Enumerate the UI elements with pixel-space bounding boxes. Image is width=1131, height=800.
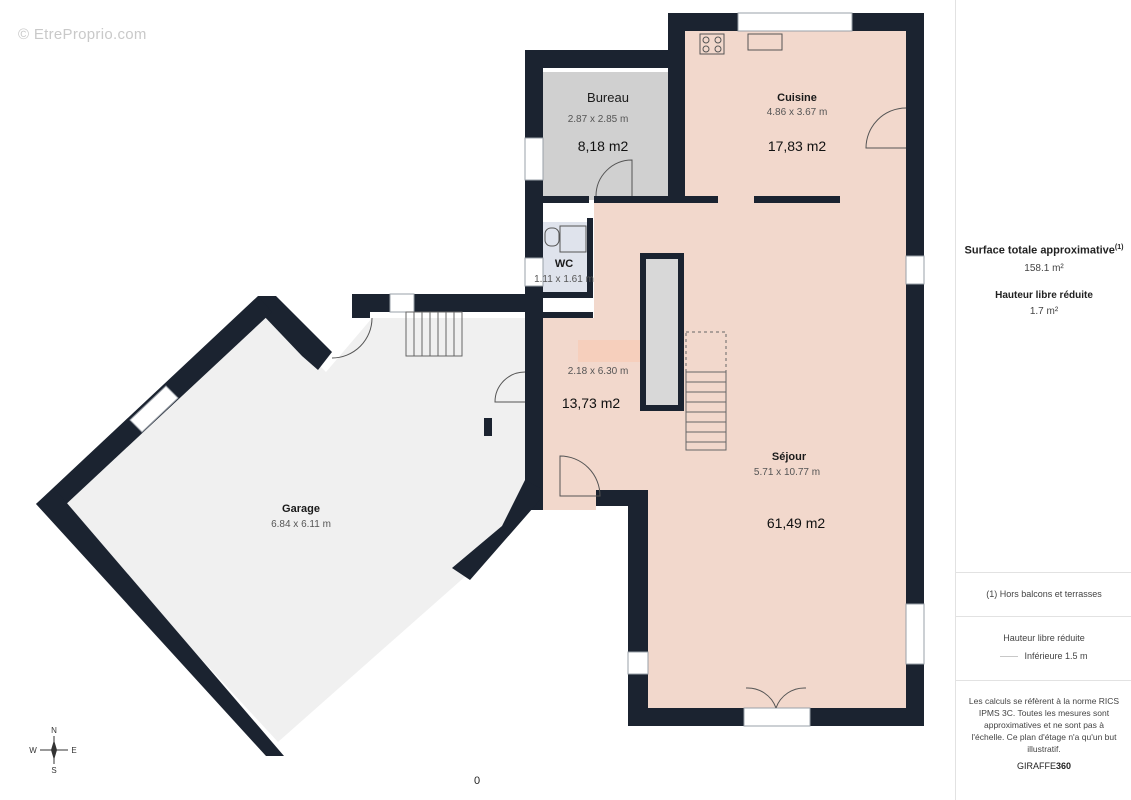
windows — [129, 12, 925, 727]
total-surface-label: Surface totale approximative — [964, 244, 1115, 257]
hauteur-value: 1.7 m² — [1029, 306, 1059, 317]
floor-label: 0 — [474, 775, 481, 787]
separator — [956, 572, 1131, 573]
wc-floor — [543, 222, 591, 292]
compass-w: W — [29, 746, 37, 755]
separator — [956, 680, 1131, 681]
watermark: © EtreProprio.com — [18, 26, 147, 43]
bureau-area: 8,18 m2 — [578, 138, 629, 154]
wc-name: WC — [555, 258, 573, 270]
compass-e: E — [71, 746, 76, 755]
cuisine-name: Cuisine — [777, 92, 817, 104]
sejour-area: 61,49 m2 — [767, 515, 826, 531]
doors — [331, 107, 907, 709]
entree-area: 13,73 m2 — [562, 395, 621, 411]
sejour-dims: 5.71 x 10.77 m — [754, 467, 820, 478]
brand-logo: GIRAFFE360 — [956, 761, 1131, 771]
total-surface-sup: (1) — [1114, 244, 1124, 251]
legend-item-label: Inférieure 1.5 m — [1024, 651, 1088, 661]
total-surface-value: 158.1 m² — [1024, 263, 1064, 274]
compass-s: S — [51, 766, 56, 774]
compass-icon: N S E W — [29, 726, 76, 774]
legend-swatch — [1000, 656, 1019, 658]
garage-floor — [60, 314, 528, 742]
bureau-dims: 2.87 x 2.85 m — [568, 114, 629, 125]
brand-bold: 360 — [1055, 761, 1072, 771]
sejour-name: Séjour — [772, 451, 807, 463]
entry-highlight — [578, 340, 640, 362]
cuisine-dims: 4.86 x 3.67 m — [767, 107, 828, 118]
kitchen-fixtures — [544, 33, 783, 253]
footnote: (1) Hors balcons et terrasses — [986, 589, 1102, 599]
compass-n: N — [51, 726, 57, 735]
floor-plan: Bureau 2.87 x 2.85 m 8,18 m2 Cuisine 4.8… — [36, 12, 925, 756]
entree-dims: 2.18 x 6.30 m — [568, 366, 629, 377]
legend-item: Inférieure 1.5 m — [956, 651, 1131, 661]
disclaimer: Les calculs se réfèrent à la norme RICS … — [968, 696, 1120, 754]
brand-name: GIRAFFE — [1016, 761, 1056, 771]
wc-dims: 1.11 x 1.61 m — [534, 274, 594, 285]
bureau-floor — [543, 72, 668, 200]
garage-dims: 6.84 x 6.11 m — [271, 519, 331, 530]
total-surface-title: Surface totale approximative(1) — [956, 244, 1131, 257]
kitchen-island — [646, 259, 678, 405]
info-panel: Surface totale approximative(1) 158.1 m²… — [955, 0, 1131, 800]
stairs — [405, 311, 727, 451]
cuisine-area: 17,83 m2 — [768, 138, 827, 154]
garage-name: Garage — [282, 503, 320, 515]
bureau-name: Bureau — [587, 90, 629, 105]
hauteur-label: Hauteur libre réduite — [995, 290, 1093, 301]
legend-title: Hauteur libre réduite — [1003, 633, 1085, 643]
separator — [956, 616, 1131, 617]
